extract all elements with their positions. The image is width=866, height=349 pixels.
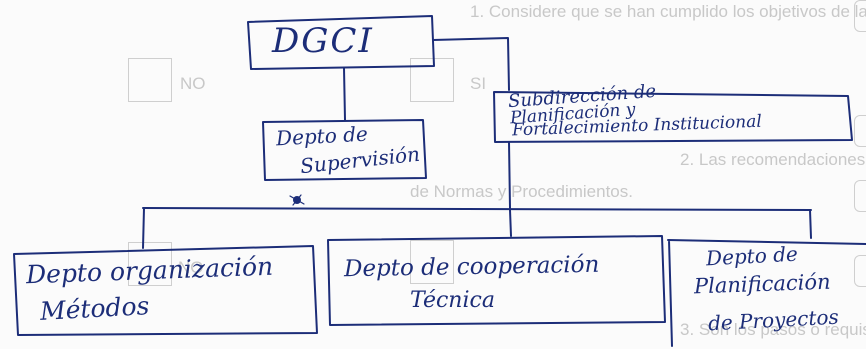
connector-subdirection-down: [508, 141, 511, 209]
form-checkbox-4: [410, 240, 454, 284]
top-box-label: DGCI: [272, 21, 374, 61]
dept-3-label-line-3: de Proyectos: [707, 304, 840, 336]
form-question-2-line-2: de Normas y Procedimientos.: [410, 182, 633, 201]
form-answer-no-1: NO: [180, 74, 206, 93]
dept-1-label-line-2: Métodos: [39, 291, 151, 326]
connector-horizontal-bus: [142, 207, 812, 211]
connector-drop-middle: [509, 209, 512, 237]
dept-2-label-line-2: Técnica: [410, 288, 495, 313]
supervision-label-line-1: Depto de: [275, 121, 369, 151]
dept-2-box-outline: [327, 235, 666, 326]
subdirection-box-outline: [493, 91, 853, 143]
dept-2-label-line-1: Depto de cooperación: [343, 251, 600, 283]
form-edge-tab-2: [854, 115, 866, 147]
form-answer-si-1: SI: [470, 74, 487, 93]
dept-3-box-outline: [667, 239, 866, 347]
dept-3-label-line-1: Depto de: [705, 241, 799, 271]
form-edge-tab-1: [854, 0, 866, 32]
connector-drop-right: [809, 209, 812, 239]
form-checkbox-2: [410, 58, 454, 102]
form-question-1: 1. Considere que se han cumplido los obj…: [470, 2, 866, 21]
connector-top-to-subdirection: [432, 37, 510, 91]
connector-top-to-supervision: [343, 67, 346, 121]
supervision-box-outline: [262, 119, 427, 181]
form-question-2-line-1: 2. Las recomendaciones y comentarios for…: [680, 150, 866, 169]
connector-drop-left: [142, 207, 145, 249]
form-checkbox-3: [128, 242, 172, 286]
ink-blot-tail: [289, 194, 305, 206]
form-answer-no-2: NO: [178, 258, 204, 277]
dept-1-box-outline: [13, 245, 318, 336]
form-edge-tab-4: [854, 255, 866, 287]
form-question-3: 3. Son los pasos o requisitos de obligat…: [680, 320, 866, 339]
dept-3-label-line-2: Planificación: [693, 269, 831, 299]
top-box-outline: [247, 15, 435, 70]
form-checkbox-1: [128, 58, 172, 102]
form-edge-tab-3: [854, 180, 866, 212]
